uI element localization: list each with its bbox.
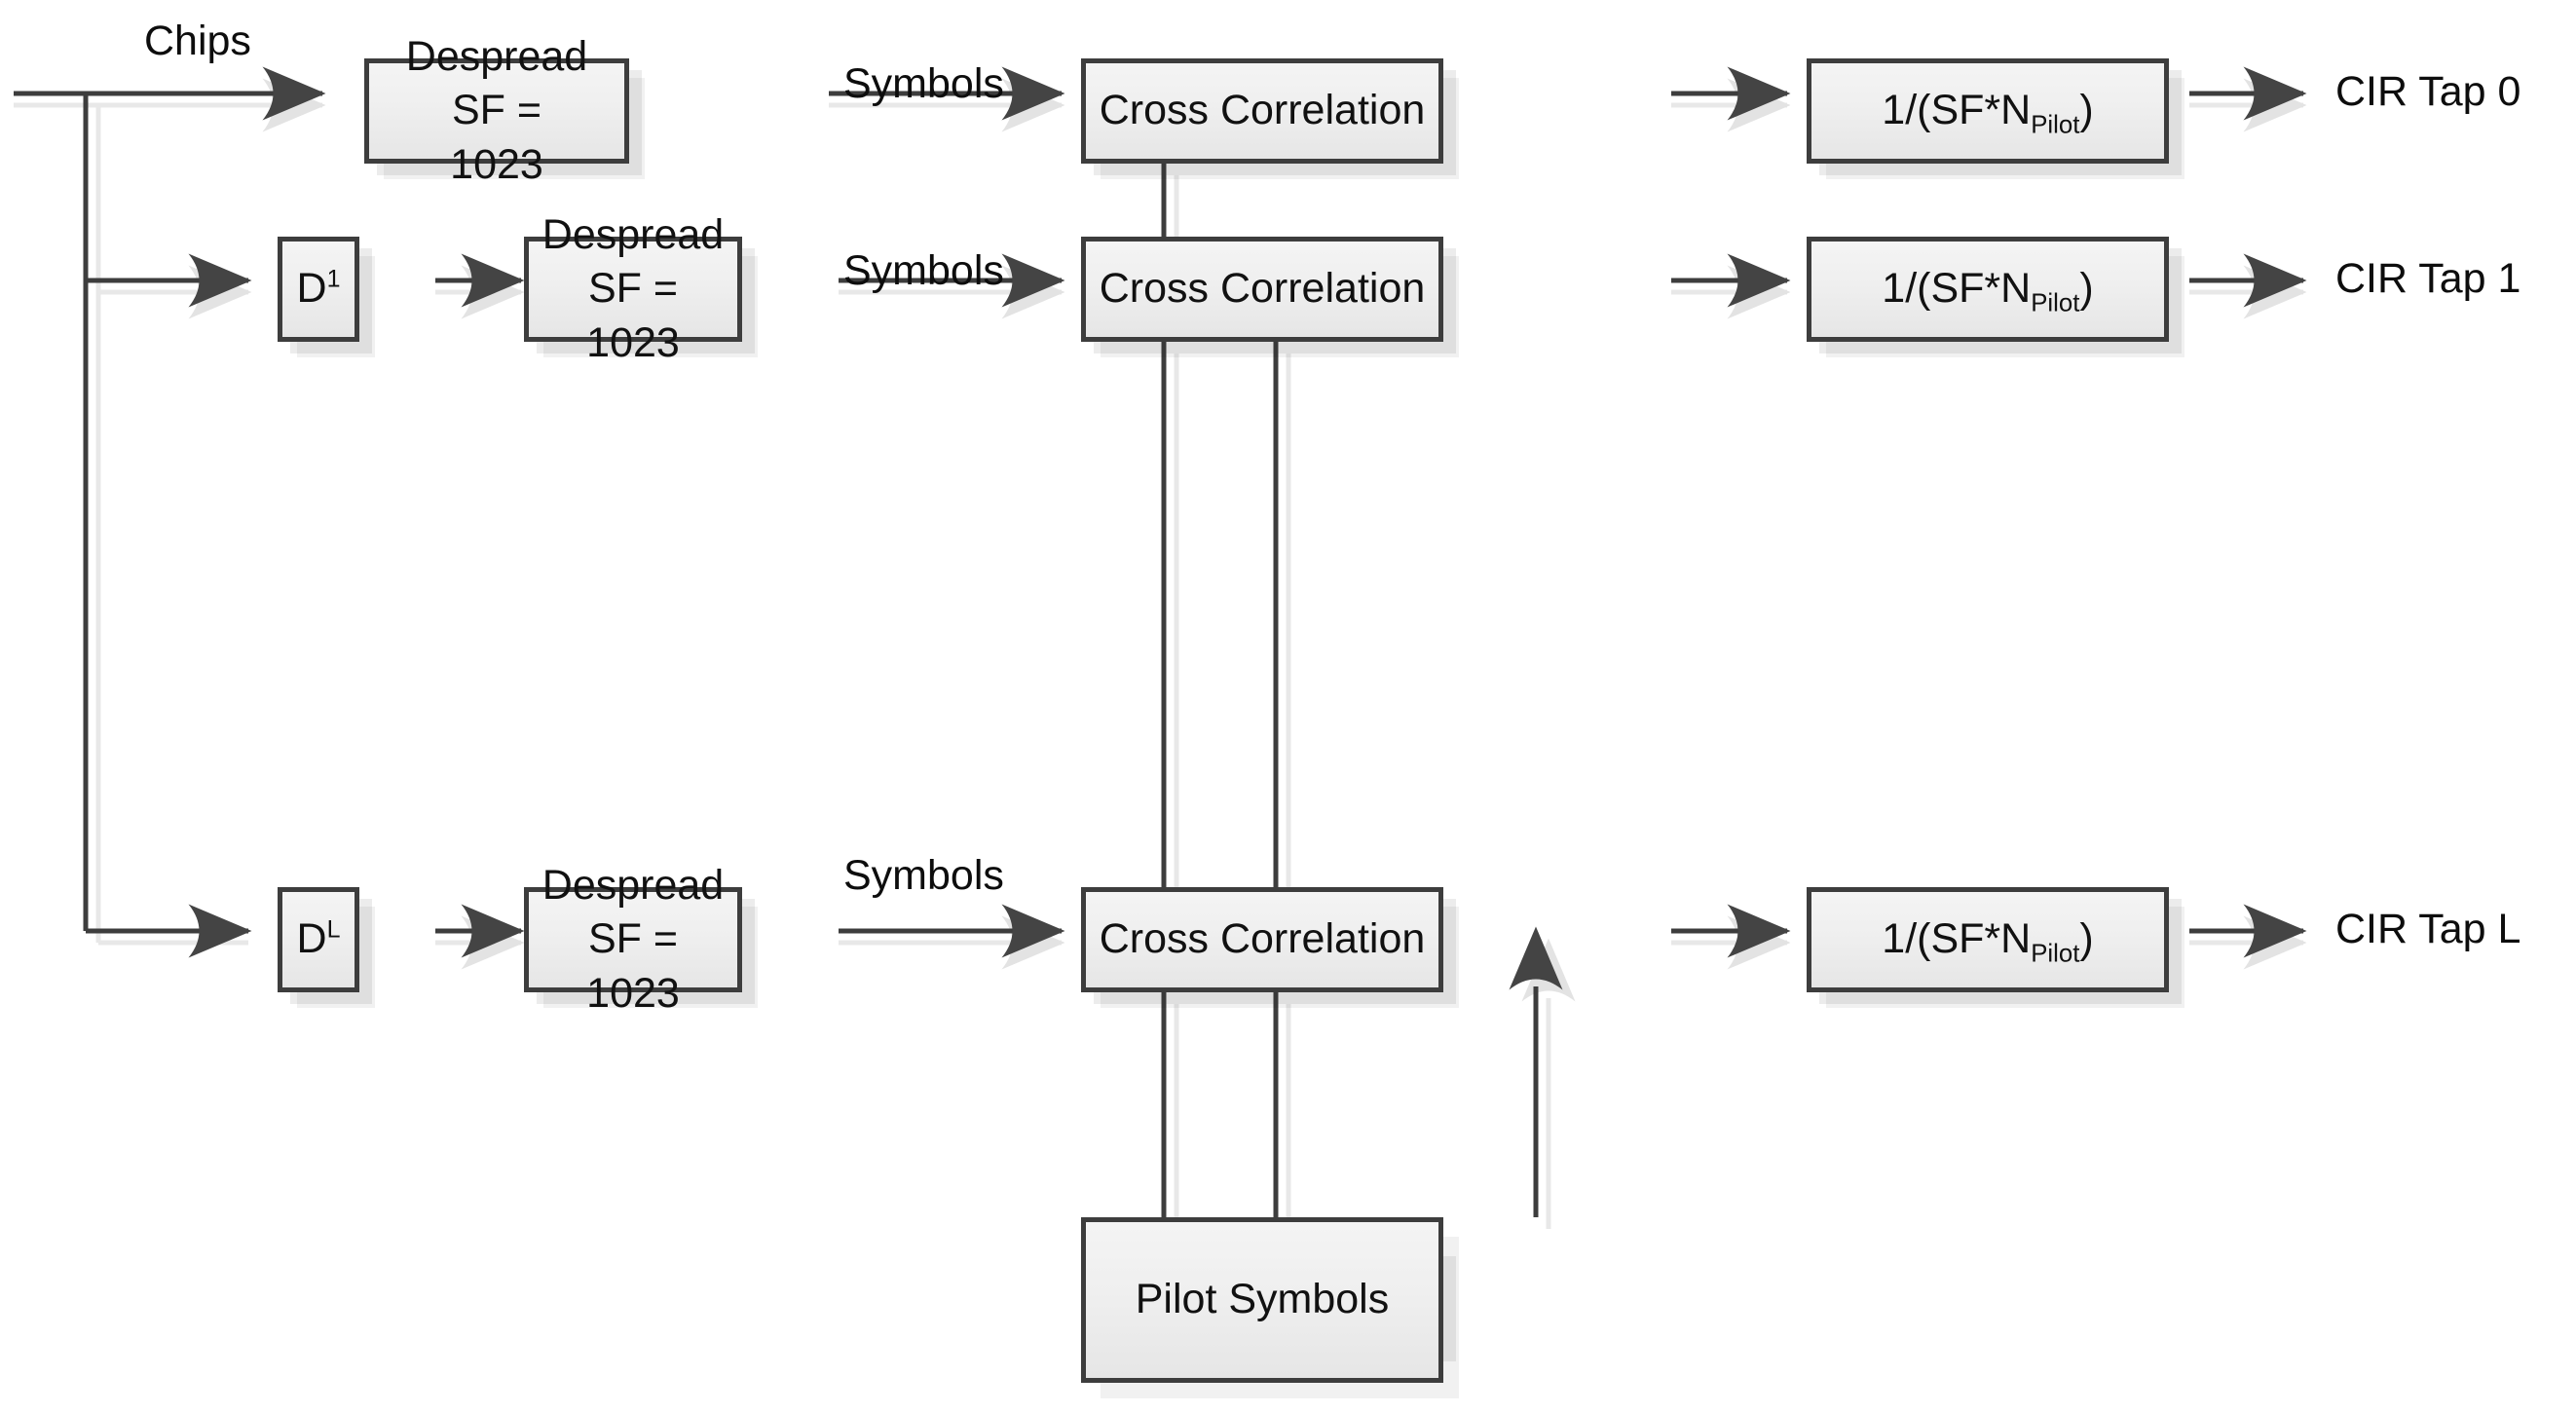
label-symbols-rowL: Symbols bbox=[843, 852, 1004, 899]
block-cross-correlation-L[interactable]: Cross Correlation bbox=[1081, 887, 1443, 992]
block-scale-0[interactable]: 1/(SF*NPilot) bbox=[1807, 58, 2169, 164]
block-scale-L[interactable]: 1/(SF*NPilot) bbox=[1807, 887, 2169, 992]
label-chips: Chips bbox=[144, 18, 251, 64]
label-cir-tap-L: CIR Tap L bbox=[2335, 906, 2521, 952]
block-delay-L[interactable]: DL bbox=[278, 887, 359, 992]
block-cross-correlation-1[interactable]: Cross Correlation bbox=[1081, 237, 1443, 342]
block-delay-L-label: DL bbox=[296, 915, 341, 963]
block-pilot-symbols[interactable]: Pilot Symbols bbox=[1081, 1217, 1443, 1383]
block-scale-L-label: 1/(SF*NPilot) bbox=[1882, 915, 2094, 969]
block-cross-correlation-L-label: Cross Correlation bbox=[1099, 915, 1426, 963]
block-delay-1[interactable]: D1 bbox=[278, 237, 359, 342]
label-cir-tap-1: CIR Tap 1 bbox=[2335, 255, 2521, 302]
block-scale-1[interactable]: 1/(SF*NPilot) bbox=[1807, 237, 2169, 342]
label-symbols-row1: Symbols bbox=[843, 247, 1004, 294]
label-cir-tap-0: CIR Tap 0 bbox=[2335, 68, 2521, 115]
block-scale-0-label: 1/(SF*NPilot) bbox=[1882, 87, 2094, 140]
block-delay-1-label: D1 bbox=[296, 265, 341, 313]
block-cross-correlation-1-label: Cross Correlation bbox=[1099, 265, 1426, 313]
block-despread-0[interactable]: Despread SF =1023 bbox=[364, 33, 629, 188]
block-cross-correlation-0-label: Cross Correlation bbox=[1099, 87, 1426, 134]
block-despread-0-label: Despread SF =1023 bbox=[405, 33, 588, 188]
label-symbols-row0: Symbols bbox=[843, 60, 1004, 107]
block-pilot-symbols-label: Pilot Symbols bbox=[1135, 1276, 1390, 1323]
block-cross-correlation-0[interactable]: Cross Correlation bbox=[1081, 58, 1443, 164]
block-scale-1-label: 1/(SF*NPilot) bbox=[1882, 265, 2094, 318]
